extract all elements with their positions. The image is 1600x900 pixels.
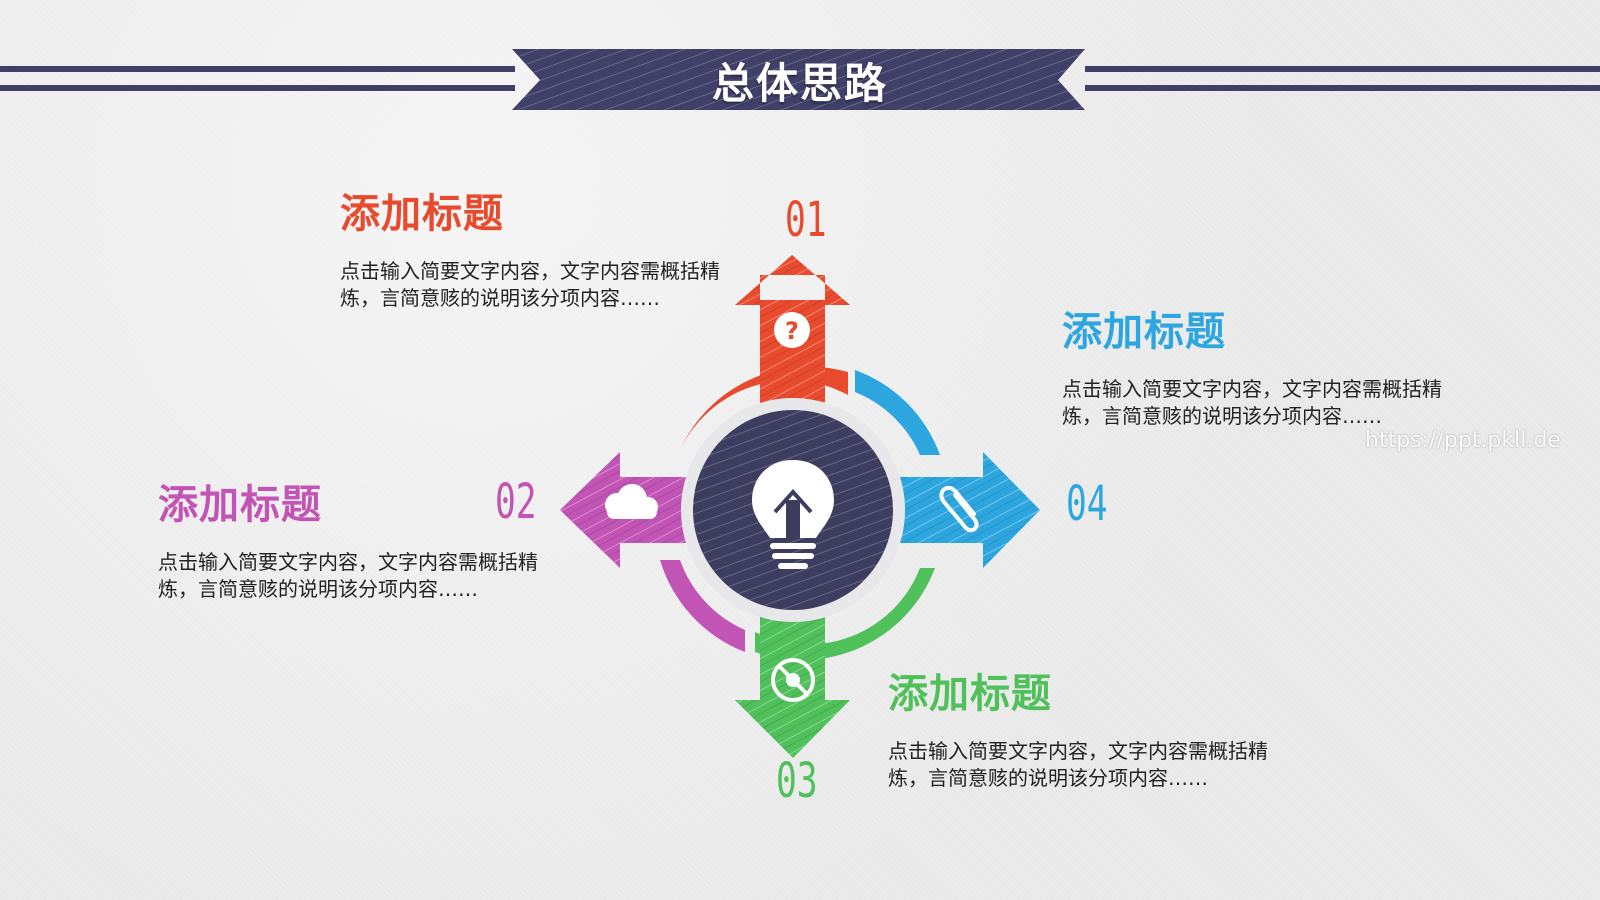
- item-block-01: 添加标题 点击输入简要文字内容，文字内容需概括精炼，言简意赅的说明该分项内容……: [340, 190, 725, 312]
- banner-stripe-left-top: [0, 66, 515, 72]
- ring-segment-blue: [855, 370, 940, 455]
- item-number-01: 01: [785, 192, 827, 248]
- item-block-02: 添加标题 点击输入简要文字内容，文字内容需概括精炼，言简意赅的说明该分项内容……: [158, 481, 543, 603]
- banner-stripe-left-bottom: [0, 85, 515, 91]
- arrow-right-blue: [880, 452, 1040, 568]
- item-number-03: 03: [776, 753, 818, 809]
- watermark: https://ppt.pkll.de: [1365, 428, 1561, 453]
- cloud-icon: [605, 484, 658, 519]
- item-description: 点击输入简要文字内容，文字内容需概括精炼，言简意赅的说明该分项内容……: [1062, 377, 1442, 428]
- item-number-04: 04: [1066, 476, 1108, 532]
- item-block-04: 添加标题 点击输入简要文字内容，文字内容需概括精炼，言简意赅的说明该分项内容……: [1062, 308, 1447, 430]
- header-banner: [0, 49, 1600, 110]
- ring-segment-red: [680, 366, 848, 450]
- item-description: 点击输入简要文字内容，文字内容需概括精炼，言简意赅的说明该分项内容……: [888, 739, 1268, 790]
- page-title: 总体思路: [711, 58, 888, 108]
- svg-text:?: ?: [785, 317, 799, 345]
- banner-stripe-right-top: [1085, 66, 1600, 72]
- paperclip-icon: [939, 485, 979, 533]
- disc-icon: [771, 658, 815, 702]
- item-description: 点击输入简要文字内容，文字内容需概括精炼，言简意赅的说明该分项内容……: [340, 259, 720, 310]
- banner-stripe-right-bottom: [1085, 85, 1600, 91]
- ring-segment-magenta: [660, 560, 745, 652]
- item-block-03: 添加标题 点击输入简要文字内容，文字内容需概括精炼，言简意赅的说明该分项内容……: [888, 670, 1273, 792]
- lightbulb-icon: [752, 460, 834, 569]
- item-description: 点击输入简要文字内容，文字内容需概括精炼，言简意赅的说明该分项内容……: [158, 550, 538, 601]
- item-title: 添加标题: [1062, 309, 1226, 355]
- item-number-02: 02: [495, 474, 537, 530]
- item-title: 添加标题: [888, 671, 1052, 717]
- item-title: 添加标题: [340, 191, 504, 237]
- item-title: 添加标题: [158, 482, 322, 528]
- question-icon: ?: [774, 312, 810, 348]
